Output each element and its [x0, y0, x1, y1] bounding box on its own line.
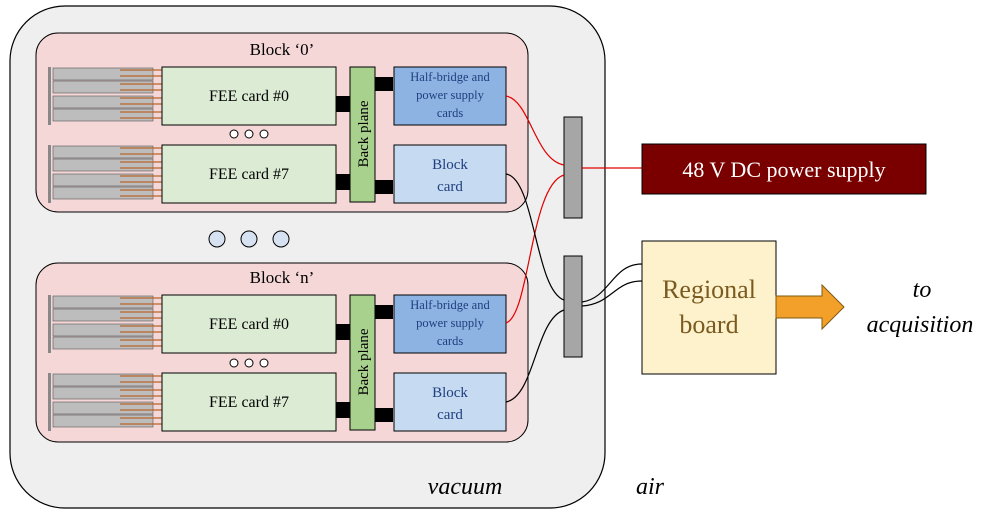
signal-feedthrough — [563, 255, 583, 358]
block-card-label-2: card — [437, 407, 463, 423]
block-card — [393, 372, 507, 432]
fee-card-0-label: FEE card #0 — [209, 88, 289, 105]
vacuum-label: vacuum — [428, 474, 503, 500]
sensor-stack — [48, 295, 162, 353]
fee-card-0 — [161, 66, 337, 126]
regional-board-label-2: board — [679, 310, 738, 339]
half-bridge-label-1: Half-bridge and — [410, 298, 490, 312]
regional-board-box — [641, 240, 777, 375]
block-card-label-2: card — [437, 179, 463, 195]
ellipsis-dots — [229, 129, 269, 139]
fee-card-0-label: FEE card #0 — [209, 316, 289, 333]
ellipsis-dots — [229, 358, 269, 368]
block-card-label-1: Block — [432, 385, 468, 401]
fee-card-0 — [161, 294, 337, 354]
sensor-stack — [48, 67, 162, 125]
block-card — [393, 144, 507, 204]
sensor-stack — [48, 373, 162, 431]
regional-board-label-1: Regional — [662, 275, 756, 304]
backplane-label: Back plane — [356, 100, 372, 167]
power-supply-label: 48 V DC power supply — [682, 157, 885, 182]
fee-card-7-label: FEE card #7 — [209, 394, 289, 411]
half-bridge-label-1: Half-bridge and — [410, 70, 490, 84]
backplane — [349, 294, 376, 431]
block-n-title: Block ‘n’ — [250, 268, 315, 287]
fee-card-7-label: FEE card #7 — [209, 166, 289, 183]
block-card-label-1: Block — [432, 157, 468, 173]
signal-wires — [505, 173, 643, 403]
half-bridge-label-3: cards — [437, 106, 464, 120]
backplane-label: Back plane — [356, 328, 372, 395]
half-bridge-label-2: power supply — [416, 88, 484, 102]
sensor-stack — [48, 145, 162, 203]
fee-card-7 — [161, 144, 337, 204]
backplane — [349, 66, 376, 203]
half-bridge-label-2: power supply — [416, 316, 484, 330]
air-label: air — [636, 474, 665, 500]
acquisition-label: acquisition — [867, 312, 974, 338]
acquisition-arrow — [775, 283, 845, 331]
power-feedthrough — [563, 116, 583, 219]
power-wires — [505, 95, 642, 324]
half-bridge-cards — [393, 294, 507, 354]
fee-card-7 — [161, 372, 337, 432]
block-0-title: Block ‘0’ — [250, 40, 315, 59]
block-n: Block ‘n’ — [35, 262, 529, 443]
power-supply-box — [641, 143, 927, 195]
to-label: to — [913, 277, 932, 303]
ellipsis-dots-large — [208, 230, 290, 248]
block-0: Block ‘0’ — [35, 32, 529, 213]
half-bridge-label-3: cards — [437, 334, 464, 348]
